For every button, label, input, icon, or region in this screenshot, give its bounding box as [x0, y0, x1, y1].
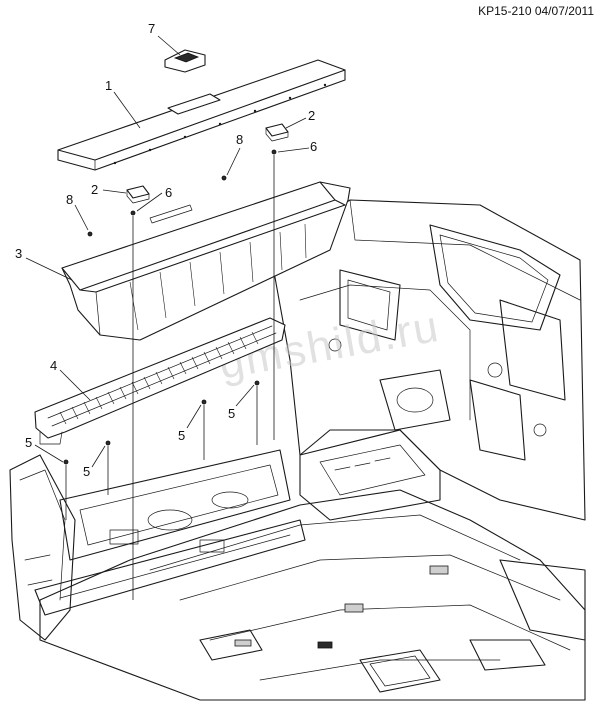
callout-7: 7	[148, 21, 155, 36]
part-latch	[164, 49, 206, 73]
part-bumper-right	[265, 123, 289, 142]
callout-5-lower: 5	[83, 464, 90, 479]
callout-2-right: 2	[308, 108, 315, 123]
document-reference: KP15-210 04/07/2011	[478, 4, 594, 18]
assembly-guide-lines	[65, 155, 275, 600]
fasteners	[63, 149, 277, 465]
callout-5-right: 5	[228, 406, 235, 421]
callout-6-left: 6	[165, 185, 172, 200]
part-scuff-plate	[34, 317, 286, 445]
callout-5-left: 5	[25, 435, 32, 450]
callout-6-right: 6	[310, 139, 317, 154]
callout-8-left: 8	[66, 192, 73, 207]
vehicle-body-structure	[9, 199, 586, 701]
callout-2-left: 2	[91, 182, 98, 197]
callout-labels: 7 1 2 6 8 2 6 8 3 4 5 5 5 5	[15, 21, 317, 479]
callout-4: 4	[50, 358, 57, 373]
callout-3: 3	[15, 246, 22, 261]
callout-8-center: 8	[236, 132, 243, 147]
part-storage-tray	[61, 181, 351, 341]
part-tray-cover	[57, 59, 346, 171]
callout-1: 1	[105, 78, 112, 93]
leader-lines	[25, 35, 310, 468]
part-bumper-left	[126, 185, 150, 204]
callout-5-center: 5	[178, 428, 185, 443]
